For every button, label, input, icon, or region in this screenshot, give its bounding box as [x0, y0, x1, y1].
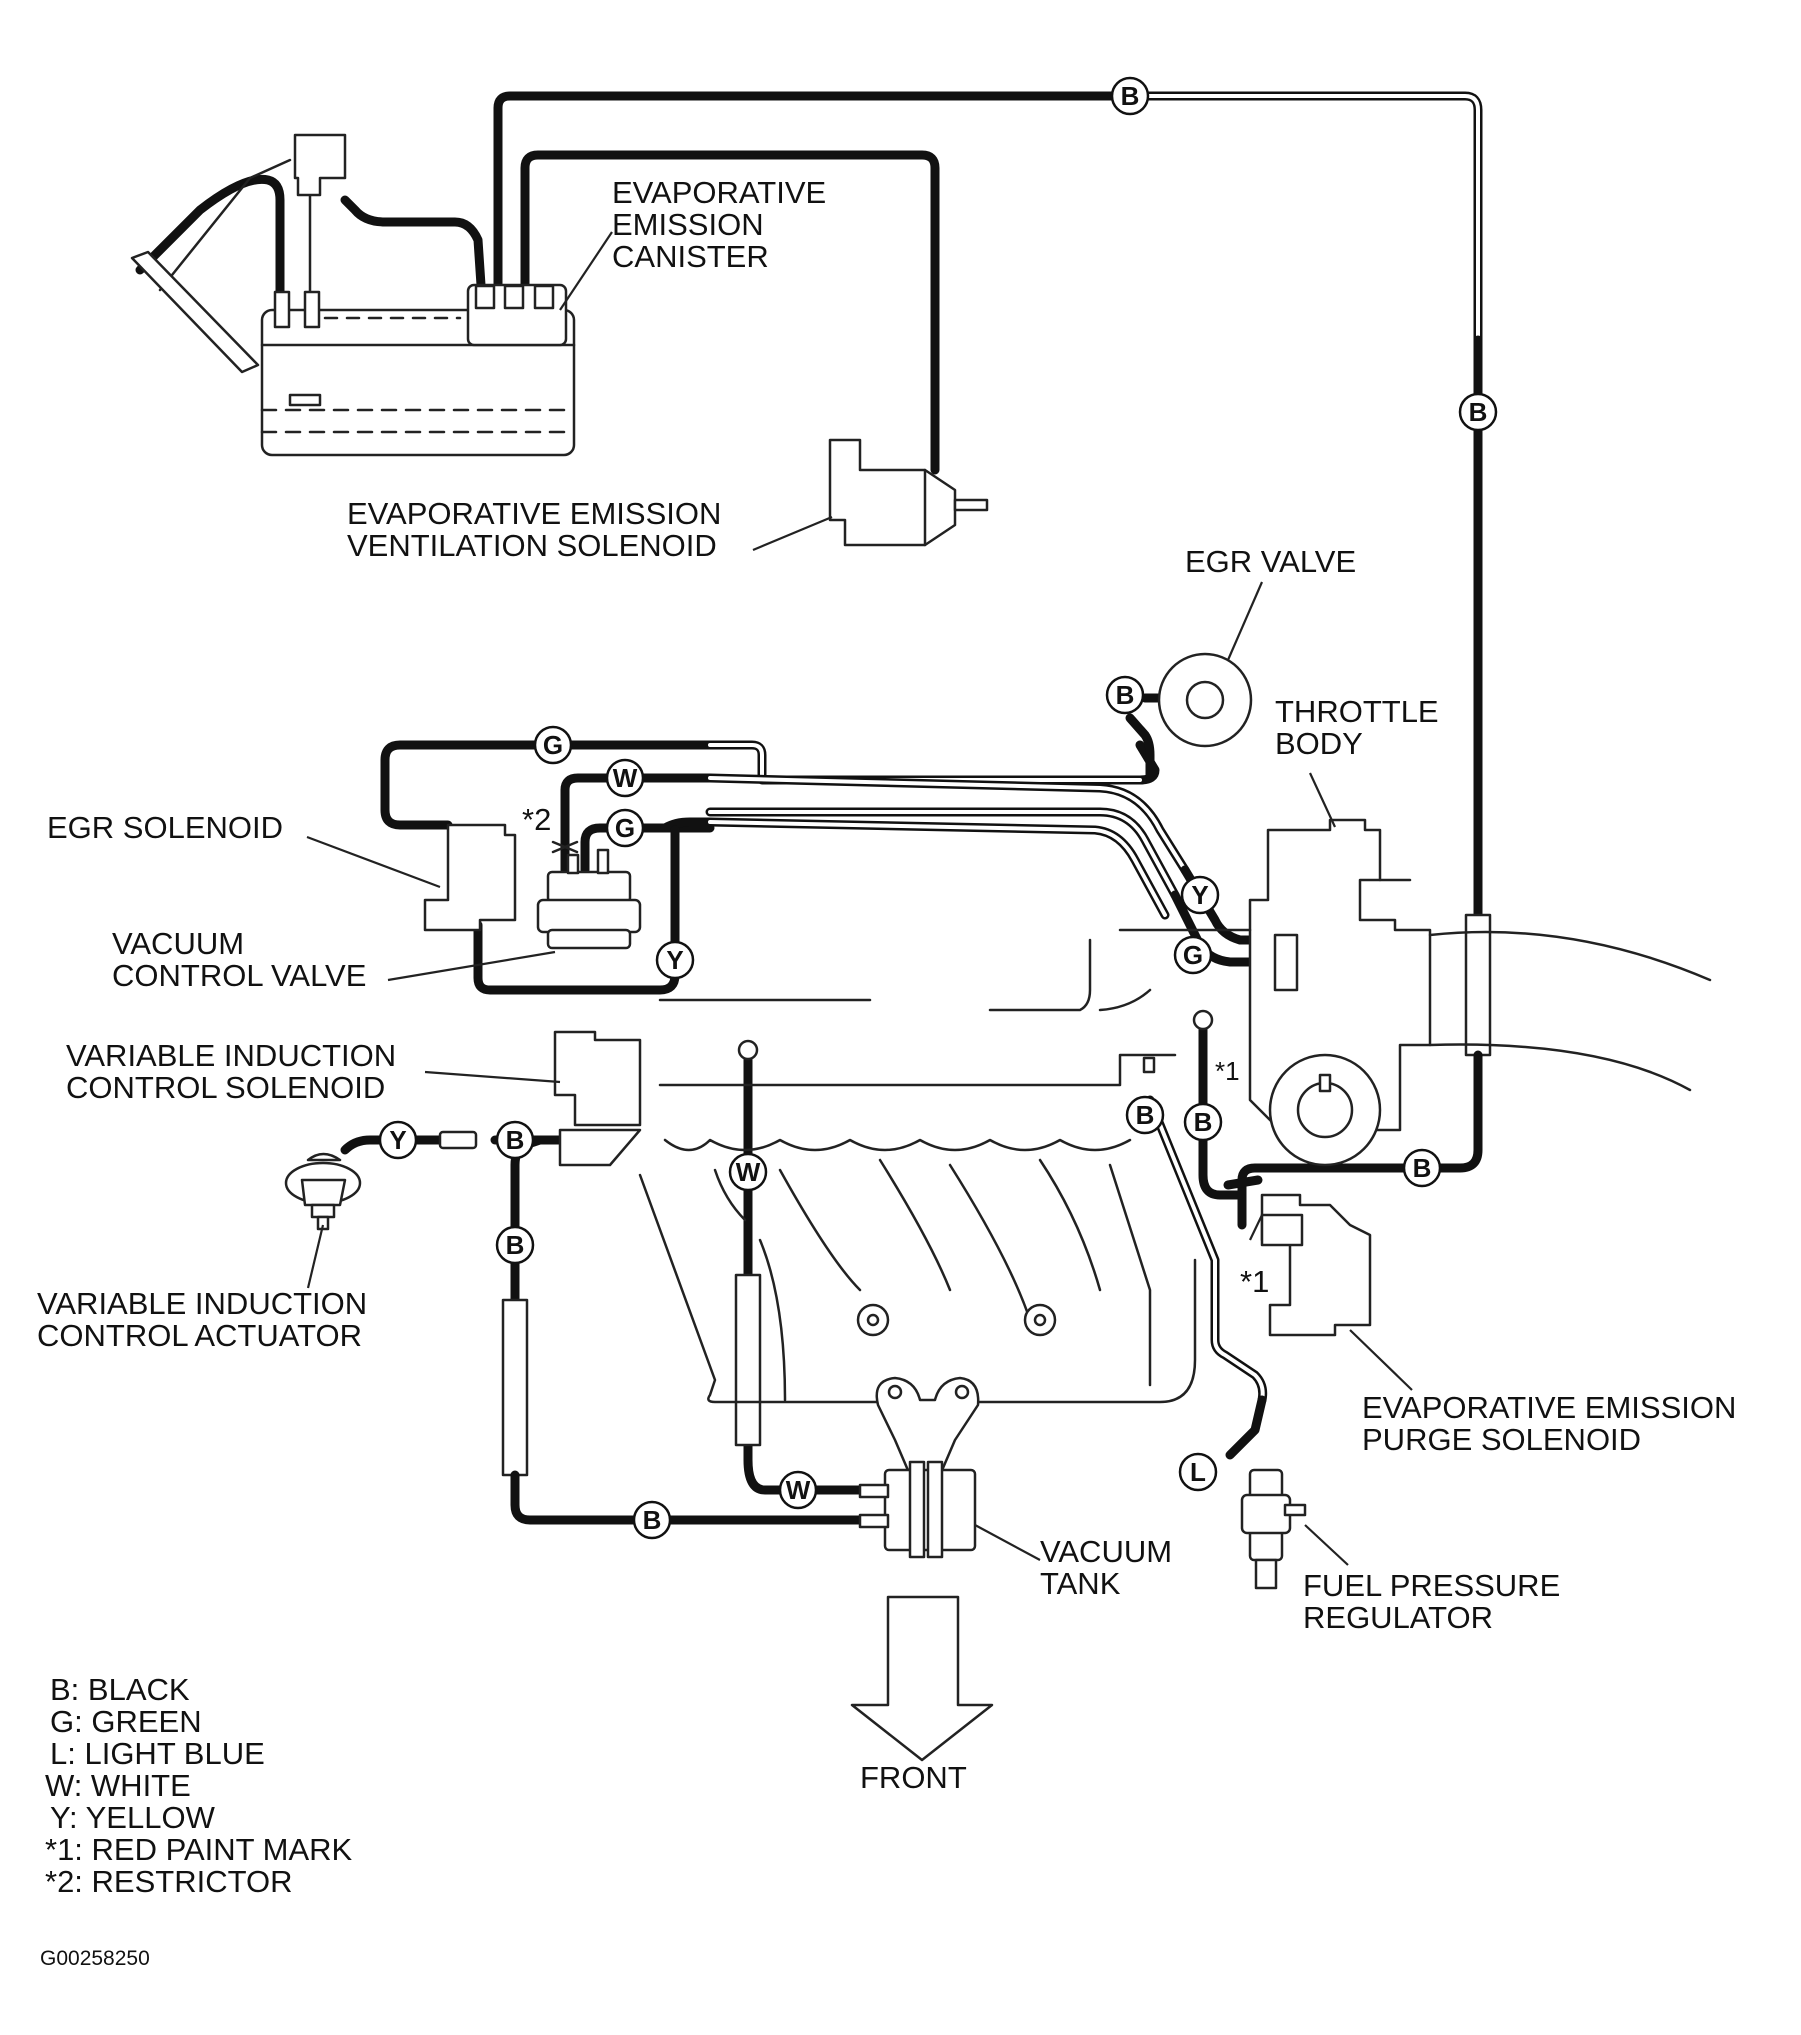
legend-entry: *1: RED PAINT MARK: [45, 1832, 353, 1867]
svg-text:W: W: [613, 763, 638, 793]
leader-lines: [306, 231, 1413, 1566]
hose-sleeve-right: [1464, 913, 1492, 1057]
hose-g-egr-solenoid-loop: [380, 740, 715, 830]
label-fuel-regulator: FUEL PRESSURE REGULATOR: [1303, 1568, 1569, 1635]
legend-entry: W: WHITE: [45, 1768, 191, 1803]
badge-b-vic: B: [495, 1120, 535, 1160]
badge-y-actuator: Y: [378, 1120, 418, 1160]
label-note-1-bottom: *1: [1240, 1264, 1269, 1299]
label-vent-solenoid: EVAPORATIVE EMISSION VENTILATION SOLENOI…: [347, 496, 730, 563]
svg-text:G: G: [543, 730, 563, 760]
fuel-regulator-component: [1240, 1468, 1307, 1590]
badge-y-throttle: Y: [1180, 875, 1220, 915]
hose-w-vacuum-control: [560, 773, 715, 875]
svg-text:Y: Y: [389, 1125, 406, 1155]
badge-b-right: B: [1458, 392, 1498, 432]
component-labels: EVAPORATIVE EMISSION CANISTER EVAPORATIV…: [37, 175, 1745, 1795]
badge-b-egr-valve: B: [1105, 675, 1145, 715]
svg-text:B: B: [1413, 1153, 1432, 1183]
hose-y-throttle-end: [1180, 865, 1285, 945]
badge-b-top: B: [1110, 76, 1150, 116]
svg-text:L: L: [1190, 1457, 1206, 1487]
badge-g-valve: G: [605, 808, 645, 848]
legend-entry: Y: YELLOW: [50, 1800, 216, 1835]
label-egr-valve: EGR VALVE: [1185, 544, 1356, 579]
label-vic-actuator: VARIABLE INDUCTION CONTROL ACTUATOR: [37, 1286, 376, 1353]
purge-solenoid-component: [1260, 1193, 1372, 1337]
hoses: [135, 91, 1492, 1525]
vacuum-control-valve-component: [536, 840, 642, 950]
hose-b-to-purge-solenoid: [1237, 1050, 1483, 1230]
badge-w-tank: W: [778, 1470, 818, 1510]
label-canister: EVAPORATIVE EMISSION CANISTER: [612, 175, 835, 274]
hose-sleeve-left: [501, 1298, 529, 1477]
badge-y-valve: Y: [655, 940, 695, 980]
badge-b-purge: B: [1402, 1148, 1442, 1188]
label-front: FRONT: [860, 1760, 967, 1795]
label-note-2: *2: [522, 802, 551, 837]
badge-b-manifold-left: B: [1125, 1095, 1165, 1135]
front-arrow: [850, 1595, 994, 1762]
vacuum-tank-component: [858, 1376, 980, 1559]
legend: B: BLACK G: GREEN L: LIGHT BLUE W: WHITE…: [45, 1672, 353, 1899]
hose-g-vacuum-valve-top: [580, 823, 715, 875]
badge-w-valve: W: [605, 758, 645, 798]
canister-component: [130, 133, 576, 457]
svg-text:B: B: [1116, 680, 1135, 710]
legend-entry: *2: RESTRICTOR: [45, 1864, 292, 1899]
svg-text:B: B: [643, 1505, 662, 1535]
badge-b-left: B: [495, 1225, 535, 1265]
hose-b-top-white-section: [1125, 91, 1483, 345]
hose-y-vacuum-valve-to-throttle: [660, 817, 715, 833]
hose-y-vic-actuator: [340, 1135, 450, 1155]
svg-text:B: B: [1121, 81, 1140, 111]
badge-b-tank: B: [632, 1500, 672, 1540]
svg-text:W: W: [786, 1475, 811, 1505]
label-purge-solenoid: EVAPORATIVE EMISSION PURGE SOLENOID: [1362, 1390, 1745, 1457]
svg-text:G: G: [615, 813, 635, 843]
hose-b-canister-to-purge: [493, 91, 1135, 305]
hose-canister-left-loop: [135, 174, 285, 305]
label-vacuum-tank: VACUUM TANK: [1040, 1534, 1181, 1601]
svg-text:W: W: [736, 1157, 761, 1187]
egr-solenoid-component: [423, 823, 517, 932]
figure-id: G00258250: [40, 1947, 150, 1970]
badge-l-regulator: L: [1178, 1452, 1218, 1492]
badge-w-manifold: W: [728, 1152, 768, 1192]
vic-actuator-component: [284, 1152, 362, 1231]
hose-w-vacuum-tank: [743, 1045, 885, 1495]
badge-b-manifold-right: B: [1183, 1102, 1223, 1142]
hose-b-manifold-to-purge: [1198, 1017, 1245, 1200]
label-throttle-body: THROTTLE BODY: [1275, 694, 1447, 761]
svg-text:G: G: [1183, 940, 1203, 970]
svg-text:B: B: [506, 1125, 525, 1155]
badge-g-throttle: G: [1173, 935, 1213, 975]
label-note-1-top: *1: [1215, 1056, 1240, 1086]
svg-text:Y: Y: [1191, 880, 1208, 910]
hose-canister-mid-loop: [340, 195, 487, 305]
legend-entry: G: GREEN: [50, 1704, 202, 1739]
legend-entry: B: BLACK: [50, 1672, 190, 1707]
svg-text:Y: Y: [666, 945, 683, 975]
svg-text:B: B: [1194, 1107, 1213, 1137]
svg-text:B: B: [1469, 397, 1488, 427]
svg-text:B: B: [506, 1230, 525, 1260]
hose-b-to-vacuum-tank: [510, 1470, 885, 1525]
hose-code-badges: B B B G W G Y Y G Y B B W W B B B B L: [378, 76, 1498, 1540]
egr-valve-component: [1157, 652, 1253, 748]
throttle-body-component: [1248, 818, 1432, 1167]
badge-g-top: G: [533, 725, 573, 765]
label-vic-solenoid: VARIABLE INDUCTION CONTROL SOLENOID: [66, 1038, 405, 1105]
label-vacuum-control-valve: VACUUM CONTROL VALVE: [112, 926, 366, 993]
hose-canister-to-vent-solenoid: [520, 150, 940, 475]
vent-solenoid-component: [828, 438, 989, 547]
vic-solenoid-component: [553, 1030, 642, 1167]
legend-entry: L: LIGHT BLUE: [50, 1736, 265, 1771]
svg-text:B: B: [1136, 1100, 1155, 1130]
label-egr-solenoid: EGR SOLENOID: [47, 810, 283, 845]
